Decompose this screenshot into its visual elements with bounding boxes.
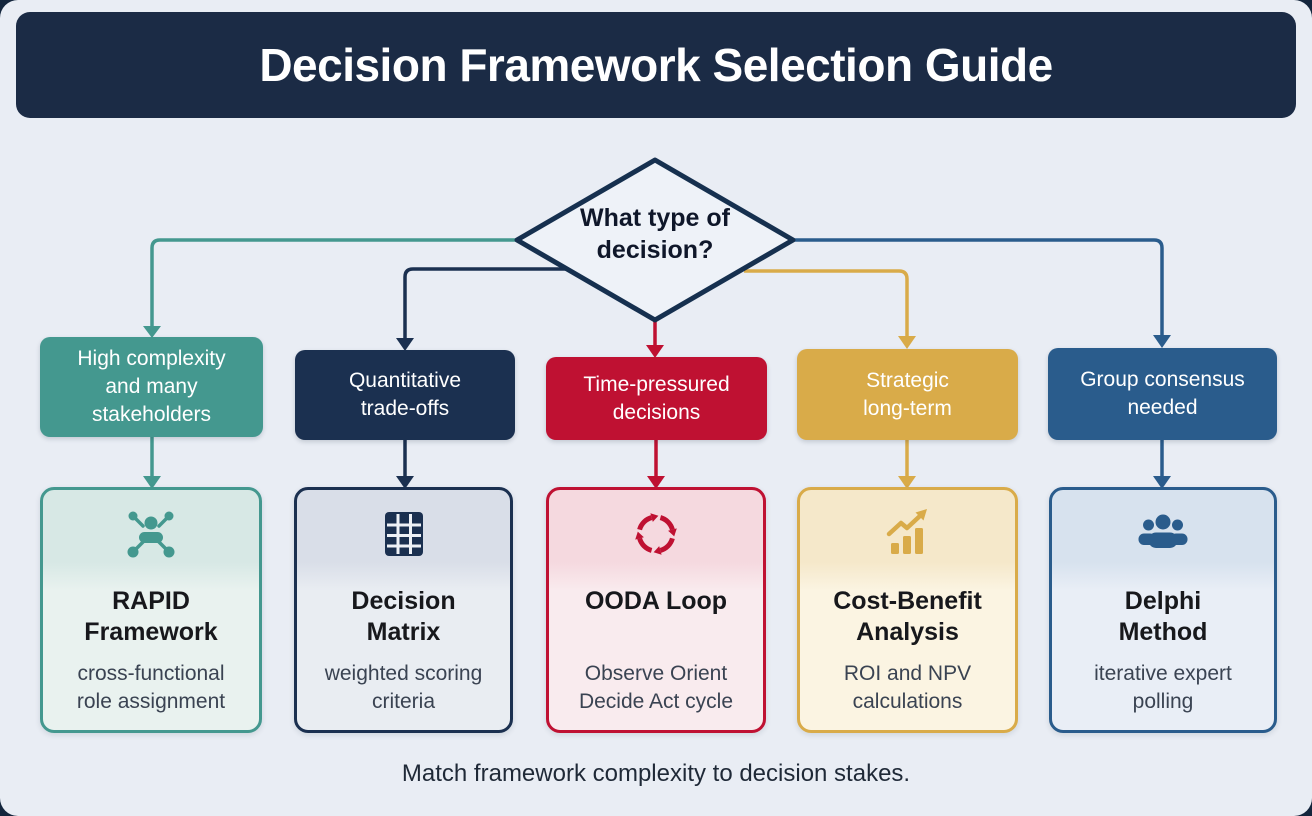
connector-line [150, 238, 517, 326]
connector-arrowhead [647, 476, 665, 489]
condition-label: High complexity and many stakeholders [77, 347, 226, 426]
matrix-grid-icon [384, 512, 423, 556]
connector-line [744, 269, 909, 337]
connector-arrowhead [143, 326, 161, 338]
connector-line [403, 267, 566, 339]
cycle-arrows-icon [635, 513, 677, 555]
people-group-icon [1138, 514, 1188, 548]
framework-description: Observe Orient Decide Act cycle [578, 662, 734, 713]
connector-arrowhead [646, 345, 664, 358]
condition-label: Strategic long-term [863, 368, 952, 420]
framework-description: ROI and NPV calculations [843, 662, 972, 713]
framework-title: RAPID Framework [84, 587, 218, 646]
trend-chart-icon [886, 509, 927, 554]
delegation-network-icon [127, 511, 175, 558]
condition-label: Time-pressured decisions [583, 372, 730, 424]
page-title: Decision Framework Selection Guide [259, 39, 1053, 91]
connector-arrowhead [396, 338, 414, 351]
framework-description: weighted scoring criteria [324, 662, 483, 713]
decision-diamond [514, 157, 796, 323]
condition-box-quantitative: Quantitative trade-offs [295, 350, 515, 440]
condition-box-high-complexity: High complexity and many stakeholders [40, 337, 263, 437]
framework-card-ooda: OODA Loop Observe Orient Decide Act cycl… [546, 487, 766, 733]
connector-arrowhead [898, 476, 916, 489]
framework-card-rapid: RAPID Framework cross-functional role as… [40, 487, 262, 733]
connector-arrowhead [143, 476, 161, 489]
footer-caption: Match framework complexity to decision s… [401, 760, 911, 787]
condition-label: Quantitative trade-offs [348, 369, 462, 420]
framework-description: iterative expert polling [1094, 662, 1232, 713]
framework-card-decision-matrix: Decision Matrix weighted scoring criteri… [294, 487, 513, 733]
framework-title: OODA Loop [584, 587, 728, 615]
framework-card-cost-benefit: Cost-Benefit Analysis ROI and NPV calcul… [797, 487, 1018, 733]
framework-title: Delphi Method [1118, 587, 1208, 646]
condition-label: Group consensus needed [1080, 368, 1245, 419]
connector-arrowhead [898, 336, 916, 349]
condition-box-strategic: Strategic long-term [797, 349, 1018, 440]
condition-box-time-pressured: Time-pressured decisions [546, 357, 767, 440]
connector-arrowhead [396, 476, 414, 489]
framework-description: cross-functional role assignment [76, 662, 226, 713]
connector-arrowhead [1153, 335, 1171, 348]
header-banner: Decision Framework Selection Guide [16, 12, 1296, 118]
framework-title: Cost-Benefit Analysis [833, 587, 982, 646]
connector-line [793, 238, 1164, 336]
framework-card-delphi: Delphi Method iterative expert polling [1049, 487, 1277, 733]
connector-arrowhead [1153, 476, 1171, 489]
framework-title: Decision Matrix [351, 587, 456, 646]
condition-box-group-consensus: Group consensus needed [1048, 348, 1277, 440]
decision-question: What type of decision? [580, 204, 730, 264]
